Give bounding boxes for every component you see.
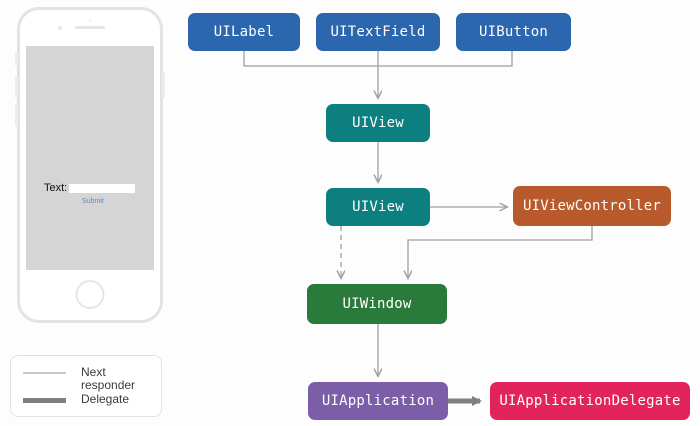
node-label: UIApplication (321, 393, 435, 409)
node-uibutton[interactable]: UIButton (456, 13, 571, 51)
node-label: UIButton (478, 24, 549, 40)
submit-button[interactable]: Submit (82, 198, 104, 205)
text-form-row: Text: (44, 182, 136, 194)
node-label: UIWindow (342, 296, 412, 312)
node-label: UIViewController (522, 198, 662, 214)
phone-volume-up-button (15, 76, 18, 98)
text-field-label: Text: (44, 182, 68, 194)
delegate-line-icon (23, 398, 66, 403)
node-uiapplicationdelegate[interactable]: UIApplicationDelegate (490, 382, 690, 420)
legend: Next responder Delegate (10, 355, 162, 417)
legend-item-delegate: Delegate (23, 393, 129, 406)
legend-label-next-responder: Next responder (81, 365, 136, 392)
legend-item-next-responder: Next responder (23, 366, 135, 392)
phone-power-button (162, 72, 165, 98)
phone-sensor-icon (88, 19, 92, 22)
phone-camera-icon (58, 26, 62, 30)
node-label: UIApplicationDelegate (499, 393, 681, 409)
node-uiwindow[interactable]: UIWindow (307, 284, 447, 324)
legend-label-delegate: Delegate (81, 392, 130, 406)
edge-uiviewcontroller-to-uiwindow (408, 226, 593, 278)
phone-screen: Text: Submit (26, 46, 154, 270)
node-label: UIView (352, 199, 404, 215)
text-input[interactable] (69, 183, 136, 193)
phone-volume-down-button (15, 104, 18, 126)
phone-home-button[interactable] (75, 280, 105, 309)
node-uiapplication[interactable]: UIApplication (308, 382, 448, 420)
node-uitextfield[interactable]: UITextField (316, 13, 440, 51)
edge-widgets-bus (243, 51, 513, 67)
node-uiview-top[interactable]: UIView (326, 104, 430, 142)
node-uiviewcontroller[interactable]: UIViewController (513, 186, 671, 226)
node-uilabel[interactable]: UILabel (188, 13, 300, 51)
iphone-mockup: Text: Submit (15, 7, 165, 323)
next-responder-line-icon (23, 372, 66, 374)
phone-speaker-icon (75, 26, 105, 29)
node-label: UIView (352, 115, 404, 131)
node-uiview-bottom[interactable]: UIView (326, 188, 430, 226)
node-label: UITextField (330, 24, 426, 40)
node-label: UILabel (213, 24, 275, 40)
phone-silent-switch (15, 52, 18, 66)
